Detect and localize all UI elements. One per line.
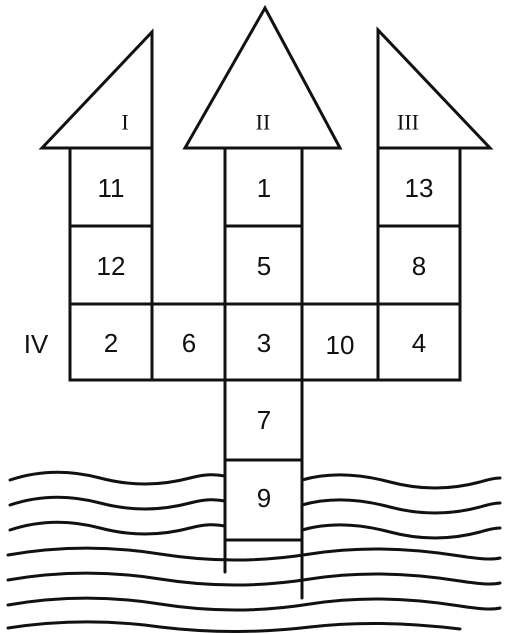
cell-number: 5 [257,251,271,281]
cell-number: 12 [97,251,126,281]
row-label: IV [24,329,49,359]
roof-label-center: II [256,110,271,135]
cell-number: 11 [98,173,125,203]
cell-number: 2 [104,328,118,358]
stem-shaft [225,540,302,598]
roof-label-left: I [121,110,128,135]
cell-number: 8 [412,251,426,281]
cell-number: 7 [257,405,271,435]
cell-number: 3 [257,328,271,358]
cell-number: 6 [182,328,196,358]
cell-number: 9 [257,483,271,513]
cell-number: 4 [412,328,426,358]
cell-number: 10 [326,330,355,360]
cell-number: 1 [257,173,271,203]
roof-left [42,32,152,148]
cell-number: 13 [405,173,434,203]
roof-right [378,30,490,148]
roof-label-right: III [397,110,419,135]
